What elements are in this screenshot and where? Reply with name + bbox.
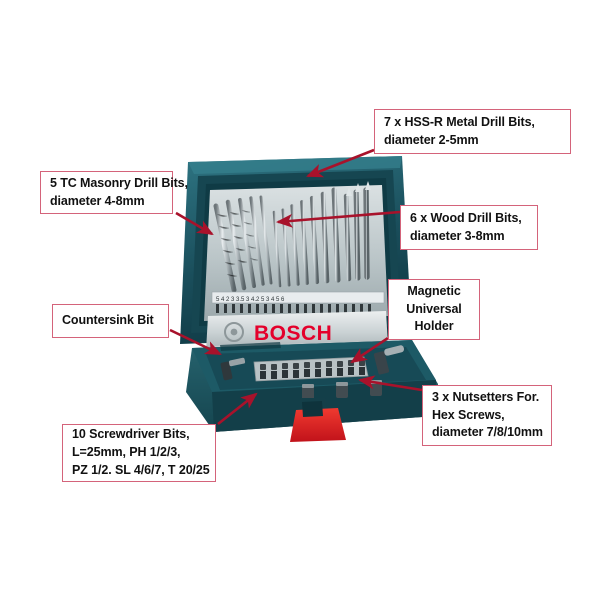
- callout-line: 7 x HSS-R Metal Drill Bits,: [384, 114, 535, 129]
- callout-line: 5 TC Masonry Drill Bits,: [50, 175, 188, 190]
- callout-line: diameter 3-8mm: [410, 228, 505, 243]
- case-base: [186, 340, 438, 442]
- callout-line: PZ 1/2. SL 4/6/7, T 20/25: [72, 462, 210, 477]
- masonry-drill-bits: [213, 195, 273, 293]
- callout-line: L=25mm, PH 1/2/3,: [72, 445, 181, 460]
- svg-text:5 4 2 3 3.5 3 4.2 5 3 4 5: 5 4 2 3 3.5 3 4.2 5 3 4 5 6: [216, 297, 285, 303]
- callout-line: diameter 4-8mm: [50, 193, 145, 208]
- callout-nutsetters: 3 x Nutsetters For. Hex Screws, diameter…: [422, 385, 552, 446]
- callout-line: 3 x Nutsetters For.: [432, 389, 540, 404]
- bit-size-scale: 5 4 2 3 3.5 3 4.2 5 3 4 5 6: [211, 291, 385, 313]
- callout-line: Holder: [414, 319, 454, 334]
- callout-line: Universal: [406, 301, 462, 316]
- callout-line: diameter 2-5mm: [384, 132, 479, 147]
- callout-line: Countersink Bit: [62, 313, 154, 328]
- callout-line: Magnetic: [407, 283, 461, 298]
- wood-drill-bits: [343, 187, 370, 282]
- drill-bit-tray: 5 4 2 3 3.5 3 4.2 5 3 4 5 6: [204, 181, 388, 363]
- case-latch: [290, 398, 346, 442]
- callout-hss-metal-drill-bits: 7 x HSS-R Metal Drill Bits, diameter 2-5…: [374, 109, 571, 154]
- screwdriver-bits-strip: [253, 356, 369, 382]
- callout-screwdriver-bits: 10 Screwdriver Bits, L=25mm, PH 1/2/3, P…: [62, 424, 216, 482]
- callout-line: Hex Screws,: [432, 407, 505, 422]
- callout-wood-drill-bits: 6 x Wood Drill Bits, diameter 3-8mm: [400, 205, 538, 250]
- callout-line: 6 x Wood Drill Bits,: [410, 210, 522, 225]
- callout-line: diameter 7/8/10mm: [432, 425, 543, 440]
- countersink-bit-item: [220, 357, 246, 381]
- wood-bit-tips: [346, 181, 371, 196]
- callout-magnetic-universal-holder: Magnetic Universal Holder: [388, 279, 480, 340]
- bosch-logo-text: BOSCH: [254, 322, 332, 345]
- callout-countersink-bit: Countersink Bit: [52, 304, 169, 338]
- callout-tc-masonry-drill-bits: 5 TC Masonry Drill Bits, diameter 4-8mm: [40, 171, 188, 214]
- callout-line: 10 Screwdriver Bits,: [72, 427, 190, 442]
